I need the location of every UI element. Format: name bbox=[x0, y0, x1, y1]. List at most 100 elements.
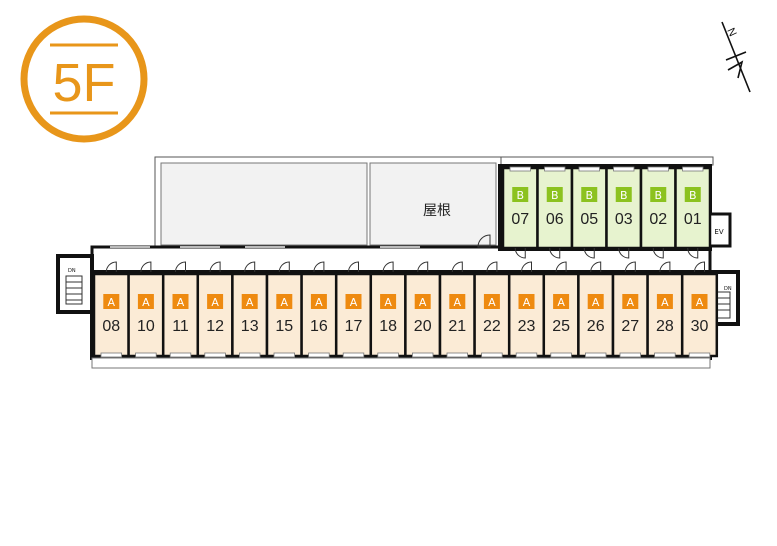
unit-type-label: A bbox=[384, 296, 392, 309]
unit-11[interactable]: A11 bbox=[161, 261, 200, 358]
unit-window bbox=[550, 352, 572, 358]
unit-type-label: A bbox=[281, 296, 289, 309]
unit-window bbox=[654, 352, 676, 358]
unit-number: 28 bbox=[656, 318, 674, 335]
door-swing-icon bbox=[590, 261, 602, 273]
unit-type-label: A bbox=[246, 296, 254, 309]
unit-02[interactable]: B02 bbox=[639, 166, 677, 259]
unit-number: 05 bbox=[580, 211, 598, 228]
unit-type-badge bbox=[518, 294, 535, 309]
stair-label-left: DN bbox=[68, 268, 76, 274]
door-swing-icon bbox=[687, 247, 699, 259]
door-swing-icon bbox=[140, 261, 152, 273]
unit-10[interactable]: A10 bbox=[127, 261, 165, 358]
unit-room bbox=[605, 166, 643, 250]
unit-room bbox=[473, 272, 511, 358]
unit-number: 11 bbox=[172, 318, 189, 335]
unit-type-badge bbox=[581, 187, 598, 202]
unit-20[interactable]: A20 bbox=[404, 261, 442, 358]
unit-06[interactable]: B06 bbox=[536, 166, 574, 259]
unit-window bbox=[204, 352, 226, 358]
unit-type-badge bbox=[622, 294, 639, 309]
unit-type-badge bbox=[615, 187, 632, 202]
unit-room bbox=[196, 272, 234, 358]
unit-type-label: B bbox=[620, 189, 628, 202]
unit-15[interactable]: A15 bbox=[265, 261, 303, 358]
unit-01[interactable]: B01 bbox=[674, 166, 712, 259]
unit-23[interactable]: A23 bbox=[507, 261, 546, 358]
unit-type-badge bbox=[449, 294, 466, 309]
unit-type-badge bbox=[483, 294, 500, 309]
unit-number: 13 bbox=[241, 318, 259, 335]
unit-window bbox=[585, 352, 607, 358]
unit-25[interactable]: A25 bbox=[542, 261, 580, 358]
unit-number: 30 bbox=[691, 318, 709, 335]
unit-room bbox=[404, 272, 442, 358]
unit-13[interactable]: A 13 bbox=[231, 261, 269, 358]
unit-number: 26 bbox=[587, 318, 605, 335]
unit-room bbox=[92, 272, 130, 358]
unit-type-label: A bbox=[211, 296, 219, 309]
unit-number: 16 bbox=[310, 318, 328, 335]
unit-window bbox=[688, 352, 711, 358]
unit-28[interactable]: A 28 bbox=[646, 261, 684, 358]
door-swing-icon bbox=[583, 247, 595, 259]
unit-16[interactable]: A 16 bbox=[300, 261, 338, 358]
unit-window bbox=[619, 352, 642, 358]
unit-03[interactable]: B03 bbox=[605, 166, 643, 259]
unit-type-badge bbox=[310, 294, 327, 309]
unit-window bbox=[308, 352, 330, 358]
unit-window bbox=[238, 352, 261, 358]
unit-window bbox=[273, 352, 296, 358]
unit-number: 25 bbox=[552, 318, 570, 335]
unit-room bbox=[680, 272, 719, 358]
unit-21[interactable]: A21 bbox=[438, 261, 476, 358]
unit-18[interactable]: A 18 bbox=[369, 261, 407, 358]
bottom-units: A08A10A11A12A13A15A16A17A18A20A21A22A23A… bbox=[92, 261, 719, 358]
unit-room bbox=[127, 272, 165, 358]
unit-window bbox=[446, 352, 469, 358]
unit-07[interactable]: B07 bbox=[501, 166, 539, 259]
unit-type-badge bbox=[650, 187, 667, 202]
unit-room bbox=[674, 166, 712, 250]
unit-12[interactable]: A12 bbox=[196, 261, 234, 358]
unit-22[interactable]: A 22 bbox=[473, 261, 511, 358]
unit-type-label: B bbox=[551, 189, 559, 202]
unit-window bbox=[613, 166, 635, 172]
unit-number: 07 bbox=[511, 211, 529, 228]
unit-window bbox=[377, 352, 399, 358]
unit-type-label: A bbox=[315, 296, 323, 309]
unit-08[interactable]: A08 bbox=[92, 261, 130, 358]
floor-badge-ring bbox=[20, 15, 148, 143]
elevator-label: EV bbox=[714, 228, 723, 236]
unit-type-label: A bbox=[488, 296, 496, 309]
unit-type-badge bbox=[207, 294, 224, 309]
unit-window bbox=[411, 352, 434, 358]
unit-number: 18 bbox=[379, 318, 397, 335]
door-swing-icon bbox=[521, 261, 532, 273]
left-stairwell: DN bbox=[56, 254, 94, 314]
door-swing-icon bbox=[555, 261, 567, 273]
stair-label-right: DN bbox=[724, 286, 732, 292]
unit-30[interactable]: A30 bbox=[680, 261, 719, 358]
unit-type-label: A bbox=[350, 296, 358, 309]
unit-number: 08 bbox=[102, 318, 120, 335]
unit-27[interactable]: A27 bbox=[611, 261, 649, 358]
unit-number: 22 bbox=[483, 318, 501, 335]
unit-window bbox=[342, 352, 365, 358]
unit-type-label: A bbox=[661, 296, 669, 309]
unit-26[interactable]: A26 bbox=[577, 261, 615, 358]
unit-window bbox=[135, 352, 157, 358]
unit-type-label: A bbox=[627, 296, 635, 309]
unit-05[interactable]: B05 bbox=[570, 166, 608, 259]
unit-type-label: A bbox=[419, 296, 427, 309]
door-swing-icon bbox=[451, 261, 463, 273]
unit-window bbox=[544, 166, 566, 172]
unit-type-badge bbox=[691, 294, 708, 309]
door-swing-icon bbox=[549, 247, 561, 259]
unit-type-badge bbox=[684, 187, 701, 202]
unit-17[interactable]: A17 bbox=[334, 261, 373, 358]
roof-label: 屋根 bbox=[423, 203, 451, 219]
